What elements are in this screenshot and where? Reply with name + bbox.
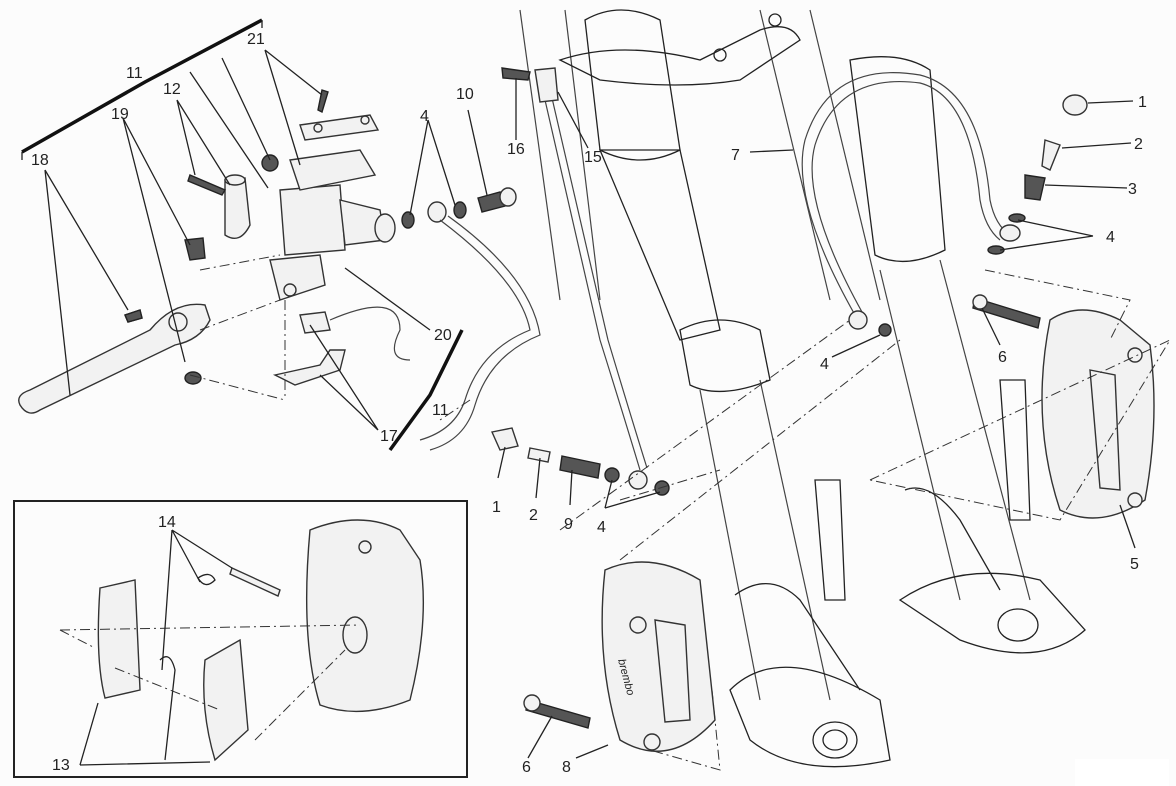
bracket-11-bottom — [388, 329, 464, 452]
callout-9: 9 — [564, 516, 573, 533]
callout-17: 17 — [380, 428, 398, 445]
callout-6-right: 6 — [998, 349, 1007, 366]
brake-hose-master — [419, 215, 541, 451]
small-hardware — [124, 89, 329, 385]
callout-2-top: 2 — [1134, 136, 1143, 153]
callout-18: 18 — [31, 152, 49, 169]
front-fork-right — [759, 9, 1086, 654]
mirror-clamp — [187, 174, 251, 239]
front-fork-left — [519, 9, 891, 768]
callout-4-bottom: 4 — [597, 519, 606, 536]
callout-1-bottom: 1 — [492, 499, 501, 516]
callout-21: 21 — [247, 31, 265, 48]
brake-caliper-right — [972, 294, 1155, 519]
callout-labels: 11 21 12 19 18 4 10 16 15 20 11 17 7 1 2… — [31, 31, 1147, 776]
callout-14: 14 — [158, 514, 176, 531]
callout-4-right: 4 — [1106, 229, 1115, 246]
inset-pad-detail — [13, 500, 468, 778]
callout-15: 15 — [584, 149, 602, 166]
callout-11-bottom: 11 — [432, 402, 449, 419]
callout-4-master: 4 — [420, 108, 429, 125]
bleeder-stack-left — [491, 427, 620, 483]
alignment-lines — [189, 254, 1172, 771]
bracket-11-top — [21, 18, 263, 160]
callout-20: 20 — [434, 327, 452, 344]
brake-lever — [18, 303, 211, 414]
master-cylinder — [261, 114, 396, 301]
callout-13: 13 — [52, 757, 70, 774]
callout-3-top: 3 — [1128, 181, 1137, 198]
callout-11-top: 11 — [126, 65, 143, 82]
callout-7: 7 — [731, 147, 740, 164]
callout-19: 19 — [111, 106, 129, 123]
brake-light-switch — [272, 306, 411, 386]
callout-10: 10 — [456, 86, 474, 103]
brake-hose-right — [801, 72, 1011, 337]
callout-2-bottom: 2 — [529, 507, 538, 524]
brake-caliper-front: brembo — [523, 561, 716, 752]
callout-16: 16 — [507, 141, 525, 158]
bleeder-stack-right — [987, 94, 1088, 255]
callout-1-top: 1 — [1138, 94, 1147, 111]
callout-6-bottom: 6 — [522, 759, 531, 776]
callout-8: 8 — [562, 759, 571, 776]
triple-clamp — [558, 13, 801, 86]
callout-5: 5 — [1130, 556, 1139, 573]
brake-hose-left — [501, 67, 670, 496]
callout-12: 12 — [163, 81, 181, 98]
banjo-fitting-master — [401, 187, 517, 229]
leader-lines — [44, 49, 1136, 759]
callout-4-mid: 4 — [820, 356, 829, 373]
blank-corner — [1075, 759, 1169, 786]
